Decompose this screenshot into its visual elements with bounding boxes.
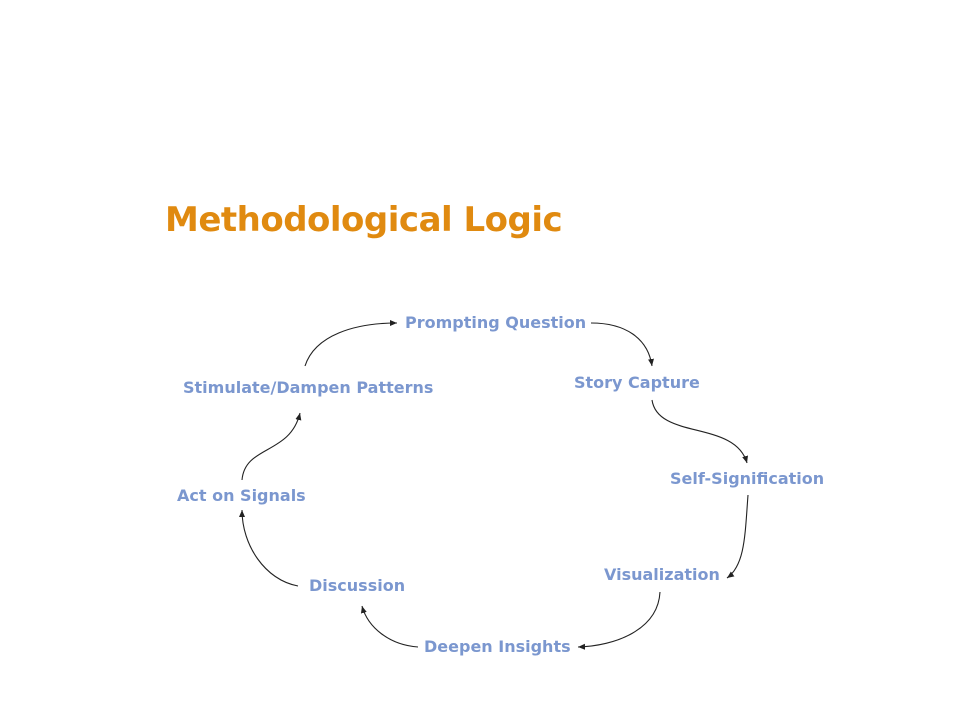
- node-story-capture: Story Capture: [574, 373, 700, 392]
- slide-title: Methodological Logic: [165, 200, 563, 240]
- node-deepen-insights: Deepen Insights: [424, 637, 571, 656]
- node-prompting-question: Prompting Question: [405, 313, 586, 332]
- node-discussion: Discussion: [309, 576, 405, 595]
- arrow-prompting-to-story: [590, 322, 654, 367]
- arrow-deepen-to-discussion: [360, 605, 419, 648]
- arrow-story-to-self-signification: [651, 399, 748, 464]
- node-stimulate-dampen-patterns: Stimulate/Dampen Patterns: [183, 378, 433, 397]
- node-self-signification: Self-Signification: [670, 469, 824, 488]
- arrow-stimulate-to-prompting: [304, 320, 398, 367]
- arrow-self-signification-to-visualization: [726, 494, 749, 579]
- node-act-on-signals: Act on Signals: [177, 486, 306, 505]
- arrow-visualization-to-deepen: [577, 591, 661, 650]
- node-visualization: Visualization: [604, 565, 720, 584]
- arrow-act-to-stimulate: [241, 412, 302, 481]
- arrow-discussion-to-act: [239, 509, 299, 587]
